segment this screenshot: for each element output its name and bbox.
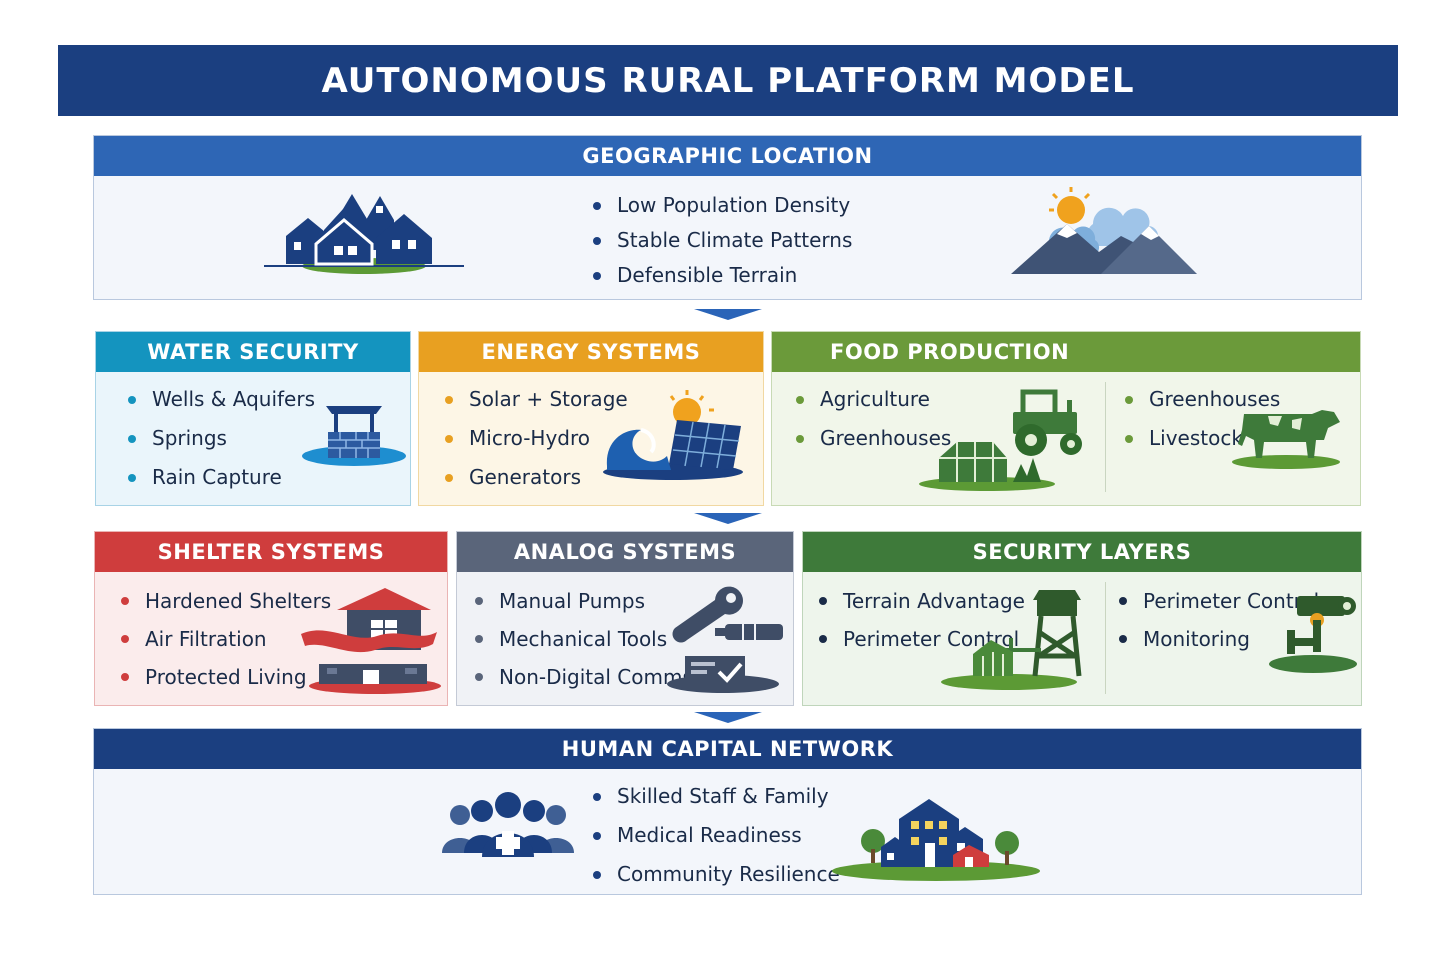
analog-systems-title: ANALOG SYSTEMS (513, 540, 737, 564)
list-item: Community Resilience (591, 855, 840, 894)
tractor-greenhouse-icon (919, 389, 1082, 491)
analog-systems-header: ANALOG SYSTEMS (457, 532, 793, 572)
list-item: Defensible Terrain (591, 258, 852, 293)
village-houses-icon (264, 194, 464, 274)
list-item: Agriculture (794, 380, 951, 419)
list-item: Greenhouses (1123, 380, 1280, 419)
list-item: Skilled Staff & Family (591, 777, 840, 816)
flow-arrow (694, 309, 762, 320)
security-layers-panel: SECURITY LAYERS Terrain Advantage Perime… (802, 531, 1362, 706)
security-layers-list-left: Terrain Advantage Perimeter Control (817, 582, 1025, 658)
hardened-shelter-icon (301, 588, 441, 694)
list-item: Mechanical Tools (473, 620, 693, 658)
geographic-location-title: GEOGRAPHIC LOCATION (582, 144, 873, 168)
list-item: Solar + Storage (443, 380, 628, 419)
analog-systems-panel: ANALOG SYSTEMS Manual Pumps Mechanical T… (456, 531, 794, 706)
food-production-header: FOOD PRODUCTION (772, 332, 1360, 372)
list-item: Air Filtration (119, 620, 331, 658)
list-item: Springs (126, 419, 315, 458)
list-item: Non-Digital Comms (473, 658, 693, 696)
title-banner: AUTONOMOUS RURAL PLATFORM MODEL (58, 45, 1398, 116)
flow-arrow (694, 712, 762, 723)
human-capital-network-header: HUMAN CAPITAL NETWORK (94, 729, 1361, 769)
security-layers-list-right: Perimeter Control Monitoring (1117, 582, 1319, 658)
geographic-location-list: Low Population Density Stable Climate Pa… (591, 188, 852, 293)
list-item: Monitoring (1117, 620, 1319, 658)
energy-systems-panel: ENERGY SYSTEMS Solar + Storage Micro-Hyd… (418, 331, 764, 506)
list-item: Protected Living (119, 658, 331, 696)
security-camera-icon (1269, 596, 1357, 673)
security-layers-title: SECURITY LAYERS (972, 540, 1192, 564)
shelter-systems-list: Hardened Shelters Air Filtration Protect… (119, 582, 331, 696)
list-item: Rain Capture (126, 458, 315, 497)
people-medical-cross-icon (442, 792, 574, 857)
wrench-tools-radio-icon (667, 586, 783, 693)
shelter-systems-header: SHELTER SYSTEMS (95, 532, 447, 572)
watchtower-icon (941, 590, 1082, 690)
human-capital-network-title: HUMAN CAPITAL NETWORK (561, 737, 894, 761)
security-layers-header: SECURITY LAYERS (803, 532, 1361, 572)
list-item: Micro-Hydro (443, 419, 628, 458)
security-layers-divider (1105, 582, 1106, 694)
human-capital-network-list: Skilled Staff & Family Medical Readiness… (591, 777, 840, 894)
water-security-title: WATER SECURITY (147, 340, 359, 364)
shelter-systems-title: SHELTER SYSTEMS (157, 540, 385, 564)
list-item: Stable Climate Patterns (591, 223, 852, 258)
human-capital-network-panel: HUMAN CAPITAL NETWORK Skilled Staff & Fa… (93, 728, 1362, 895)
water-well-icon (302, 406, 406, 466)
food-production-list-right: Greenhouses Livestock (1123, 380, 1280, 458)
cow-icon (1232, 410, 1340, 469)
list-item: Manual Pumps (473, 582, 693, 620)
water-security-list: Wells & Aquifers Springs Rain Capture (126, 380, 315, 497)
food-production-title: FOOD PRODUCTION (830, 340, 1070, 364)
list-item: Medical Readiness (591, 816, 840, 855)
list-item: Low Population Density (591, 188, 852, 223)
flow-arrow (694, 513, 762, 524)
food-production-divider (1105, 382, 1106, 492)
list-item: Terrain Advantage (817, 582, 1025, 620)
list-item: Perimeter Control (1117, 582, 1319, 620)
energy-systems-title: ENERGY SYSTEMS (481, 340, 701, 364)
mountain-sun-clouds-icon (1011, 187, 1197, 274)
list-item: Livestock (1123, 419, 1280, 458)
food-production-list-left: Agriculture Greenhouses (794, 380, 951, 458)
geographic-location-panel: GEOGRAPHIC LOCATION Low Population Densi… (93, 135, 1362, 300)
list-item: Generators (443, 458, 628, 497)
geographic-location-header: GEOGRAPHIC LOCATION (94, 136, 1361, 176)
water-security-header: WATER SECURITY (96, 332, 410, 372)
community-houses-icon (832, 799, 1040, 881)
analog-systems-list: Manual Pumps Mechanical Tools Non-Digita… (473, 582, 693, 696)
solar-panel-wave-icon (603, 390, 743, 480)
page-title: AUTONOMOUS RURAL PLATFORM MODEL (321, 60, 1135, 101)
list-item: Wells & Aquifers (126, 380, 315, 419)
shelter-systems-panel: SHELTER SYSTEMS Hardened Shelters Air Fi… (94, 531, 448, 706)
food-production-panel: FOOD PRODUCTION Agriculture Greenhouses … (771, 331, 1361, 506)
water-security-panel: WATER SECURITY Wells & Aquifers Springs … (95, 331, 411, 506)
list-item: Hardened Shelters (119, 582, 331, 620)
energy-systems-header: ENERGY SYSTEMS (419, 332, 763, 372)
energy-systems-list: Solar + Storage Micro-Hydro Generators (443, 380, 628, 497)
list-item: Greenhouses (794, 419, 951, 458)
